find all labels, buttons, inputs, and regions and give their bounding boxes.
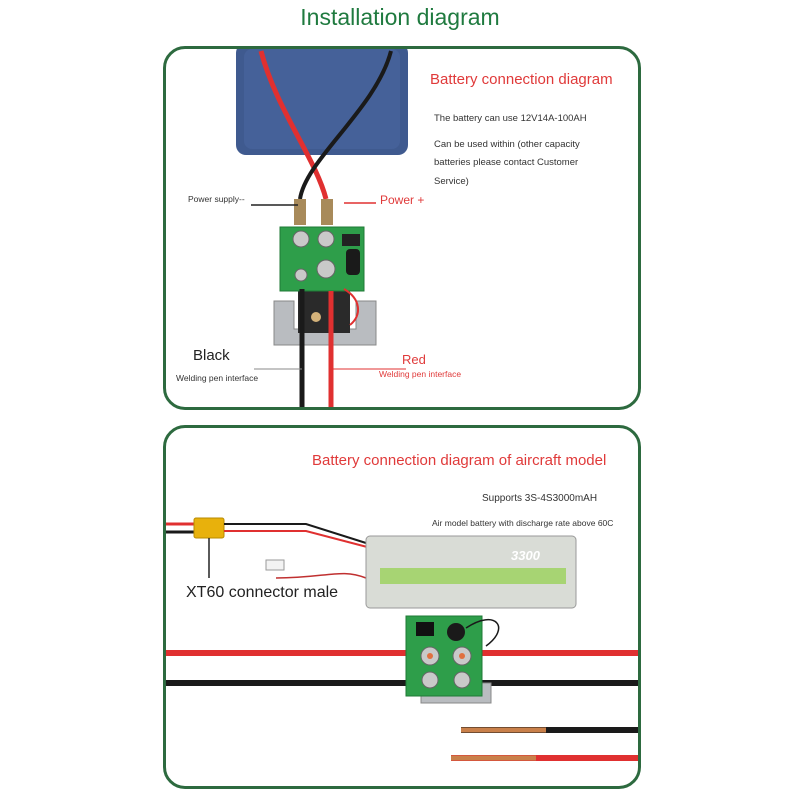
xt60-connector	[193, 517, 225, 539]
aircraft-model-panel: 3300 Battery connection diagram of aircr…	[163, 425, 641, 789]
xt60-connector-label: XT60 connector male	[186, 584, 339, 601]
aircraft-model-illustration	[166, 517, 638, 761]
battery-red-wire	[258, 50, 329, 200]
power-plus-label: Power +	[380, 193, 425, 207]
power-supply-label: Power supply--	[188, 194, 245, 204]
black-wire-label: Black	[193, 347, 230, 364]
aircraft-model-heading: Battery connection diagram of aircraft m…	[312, 452, 607, 469]
page-title: Installation diagram	[300, 4, 500, 30]
battery-connection-heading: Battery connection diagram	[430, 71, 613, 88]
battery-connection-illustration	[236, 49, 408, 407]
battery-capacity-label: 3300	[511, 548, 540, 563]
battery-connection-panel: Battery connection diagram The battery c…	[163, 46, 641, 410]
black-welding-pen-label: Welding pen interface	[176, 373, 259, 383]
battery-black-wire	[298, 50, 393, 200]
discharge-rate-note: Air model battery with discharge rate ab…	[432, 518, 614, 528]
red-wire-label: Red	[402, 352, 426, 367]
battery-capacity-note: The battery can use 12V14A-100AH	[434, 113, 587, 124]
capacity-note-line-3: batteries please contact Customer	[434, 157, 579, 168]
red-welding-pen-label: Welding pen interface	[379, 369, 462, 379]
capacity-note-line-2: Can be used within (other capacity	[434, 139, 580, 150]
supports-label: Supports 3S-4S3000mAH	[482, 493, 598, 504]
capacity-note-line-4: Service)	[434, 176, 469, 187]
